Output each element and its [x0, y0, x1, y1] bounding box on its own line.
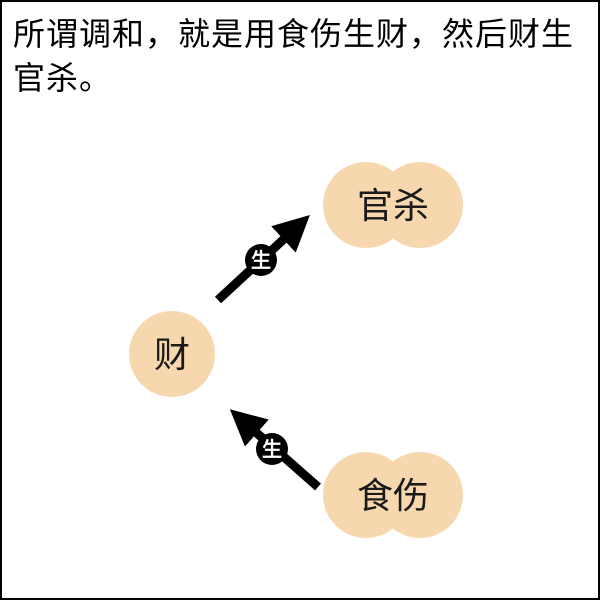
badge-sheng-lower-label: 生	[262, 437, 282, 461]
node-cai: 财	[129, 311, 215, 397]
node-guansha-label: 官杀	[357, 186, 429, 227]
node-cai-label: 财	[154, 335, 190, 376]
node-guansha-circle-right	[377, 162, 463, 248]
badge-sheng-lower	[256, 433, 288, 465]
caption-text: 所谓调和，就是用食伤生财，然后财生官杀。	[13, 15, 575, 97]
node-shishang-circle-right	[377, 452, 463, 538]
badge-sheng-upper	[245, 244, 277, 276]
edge-cai-to-guansha: 生	[214, 214, 310, 304]
node-shishang: 食伤	[323, 452, 463, 538]
edge-shishang-to-cai: 生	[229, 409, 321, 491]
node-cai-circle	[129, 311, 215, 397]
node-guansha: 官杀	[323, 162, 463, 248]
node-shishang-label: 食伤	[357, 476, 429, 517]
badge-sheng-upper-label: 生	[251, 248, 271, 272]
